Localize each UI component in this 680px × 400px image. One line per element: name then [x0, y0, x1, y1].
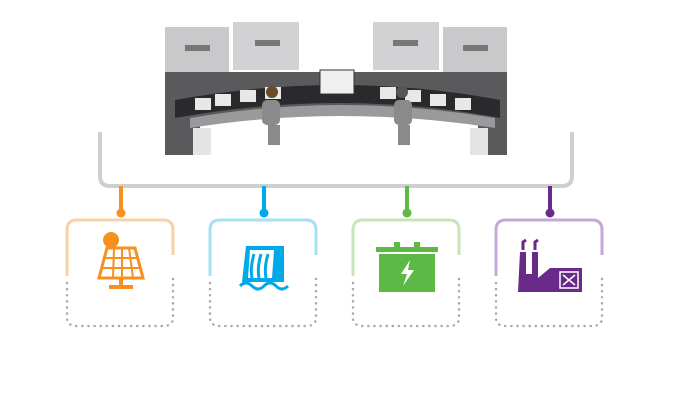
connector-dot [402, 208, 412, 218]
frame-top [494, 218, 604, 276]
control-room-illustration [165, 22, 507, 155]
hub-bracket [98, 132, 574, 188]
frame-bottom-dotted [351, 275, 461, 328]
energy-source-4 [494, 186, 604, 328]
frame-bottom-dotted [494, 275, 604, 328]
solar-panel-icon [97, 232, 145, 289]
battery-icon [376, 242, 438, 292]
frame-bottom-dotted [208, 275, 318, 328]
frame-top [351, 218, 461, 276]
factory-icon [518, 238, 582, 292]
connector-dot [545, 208, 555, 218]
energy-source-2 [208, 186, 318, 328]
hydro-dam-icon [238, 246, 290, 291]
frame-top [65, 218, 175, 276]
connector-dot [259, 208, 269, 218]
frame-top [208, 218, 318, 276]
energy-source-3 [351, 186, 461, 328]
frame-bottom-dotted [65, 275, 175, 328]
energy-source-1 [65, 186, 175, 328]
connector-dot [116, 208, 126, 218]
